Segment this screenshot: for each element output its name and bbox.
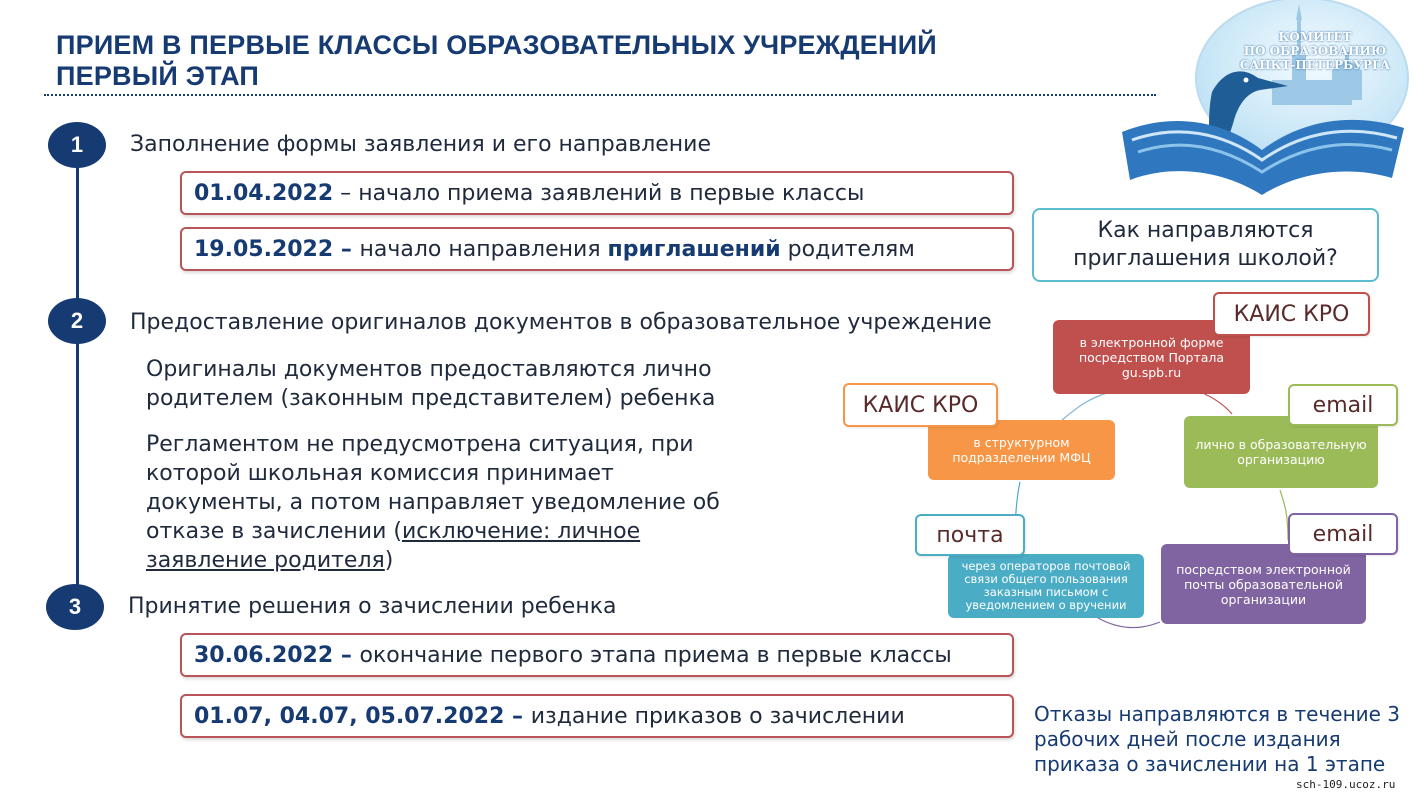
date-description: издание приказов о зачислении bbox=[530, 703, 905, 729]
method-node-post: через операторов почтовой связи общего п… bbox=[948, 554, 1144, 618]
title-line-1: ПРИЕМ В ПЕРВЫЕ КЛАССЫ ОБРАЗОВАТЕЛЬНЫХ УЧ… bbox=[56, 30, 937, 60]
method-tag-kais-kro-portal: КАИС КРО bbox=[1213, 292, 1370, 336]
date-box-start: 01.04.2022 – начало приема заявлений в п… bbox=[180, 171, 1014, 215]
date-value: 01.04.2022 bbox=[194, 180, 334, 206]
title-line-2: ПЕРВЫЙ ЭТАП bbox=[56, 61, 260, 91]
method-tag-post: почта bbox=[915, 514, 1025, 556]
step-1-text: Заполнение формы заявления и его направл… bbox=[130, 132, 712, 157]
date-separator: – bbox=[333, 642, 360, 668]
date-separator: – bbox=[333, 180, 359, 206]
step-3-badge: 3 bbox=[46, 584, 104, 630]
question-box: Как направляются приглашения школой? bbox=[1032, 208, 1379, 282]
regulation-paragraph: Регламентом не предусмотрена ситуация, п… bbox=[146, 430, 756, 575]
step-2-badge: 2 bbox=[48, 298, 106, 344]
date-value: 01.07, 04.07, 05.07.2022 bbox=[194, 703, 505, 729]
method-node-in-person: лично в образовательную организацию bbox=[1184, 416, 1378, 488]
date-description: окончание первого этапа приема в первые … bbox=[359, 642, 952, 668]
method-node-email: посредством электронной почты образовате… bbox=[1161, 544, 1366, 624]
date-description: начало направления bbox=[359, 236, 608, 262]
date-description-strong: приглашений bbox=[607, 236, 781, 262]
question-line-1: Как направляются bbox=[1097, 218, 1314, 243]
step-3-text: Принятие решения о зачислении ребенка bbox=[128, 594, 617, 619]
committee-logo-icon bbox=[1122, 0, 1409, 195]
logo-caption: КОМИТЕТ ПО ОБРАЗОВАНИЮ САНКТ-ПЕТЕРБУРГА bbox=[1230, 30, 1400, 72]
page-title: ПРИЕМ В ПЕРВЫЕ КЛАССЫ ОБРАЗОВАТЕЛЬНЫХ УЧ… bbox=[56, 30, 1056, 92]
date-separator: – bbox=[504, 703, 531, 729]
date-description-end: родителям bbox=[780, 236, 915, 262]
date-value: 19.05.2022 bbox=[194, 236, 334, 262]
delivery-methods-diagram: в электронной форме посредством Портала … bbox=[840, 290, 1414, 640]
logo-line-3: САНКТ-ПЕТЕРБУРГА bbox=[1239, 58, 1391, 72]
method-tag-email: email bbox=[1288, 513, 1398, 555]
question-line-2: приглашения школой? bbox=[1073, 246, 1338, 271]
exception-note: исключение: личное заявление родителя bbox=[146, 519, 641, 573]
regulation-text: Регламентом не предусмотрена ситуация, п… bbox=[146, 432, 720, 544]
method-node-mfc: в структурном подразделении МФЦ bbox=[928, 420, 1115, 480]
timeline-line bbox=[76, 150, 79, 610]
step-1-badge: 1 bbox=[48, 122, 106, 168]
method-tag-kais-kro-mfc: КАИС КРО bbox=[843, 383, 998, 427]
logo-line-1: КОМИТЕТ bbox=[1278, 30, 1352, 44]
method-tag-email-in-person: email bbox=[1288, 384, 1398, 426]
date-value: 30.06.2022 bbox=[194, 642, 334, 668]
date-box-end-stage: 30.06.2022 – окончание первого этапа при… bbox=[180, 633, 1014, 677]
regulation-text-end: ) bbox=[384, 548, 394, 573]
site-watermark: sch-109.ucoz.ru bbox=[1296, 778, 1396, 791]
date-separator: – bbox=[333, 236, 360, 262]
date-box-invitations: 19.05.2022 – начало направления приглаше… bbox=[180, 227, 1014, 271]
title-divider bbox=[44, 94, 1156, 96]
refusals-note: Отказы направляются в течение 3 рабочих … bbox=[1034, 702, 1401, 776]
originals-paragraph: Оригиналы документов предоставляются лич… bbox=[146, 357, 716, 411]
date-box-orders: 01.07, 04.07, 05.07.2022 – издание прика… bbox=[180, 694, 1014, 738]
date-description: начало приема заявлений в первые классы bbox=[358, 180, 865, 206]
step-2-text: Предоставление оригиналов документов в о… bbox=[130, 310, 992, 335]
logo-line-2: ПО ОБРАЗОВАНИЮ bbox=[1243, 44, 1387, 58]
